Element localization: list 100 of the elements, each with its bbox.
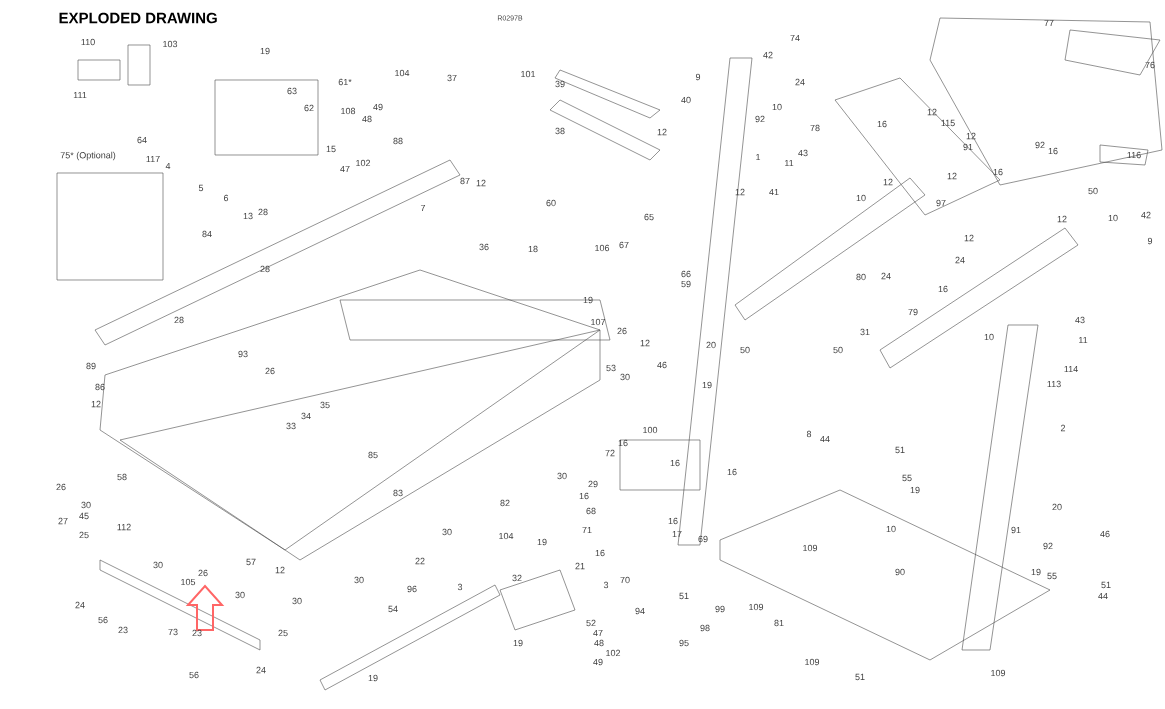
callout-number: 54 [388,605,398,613]
callout-number: 93 [238,350,248,358]
callout-number: 106 [595,244,610,252]
callout-number: 49 [593,658,603,666]
callout-number: 109 [991,669,1006,677]
callout-number: 30 [442,528,452,536]
callout-number: 12 [966,132,976,140]
callout-number: 11 [785,159,794,167]
callout-number: 24 [256,666,266,674]
callout-number: 12 [883,178,893,186]
callout-number: 29 [588,480,598,488]
callout-number: 19 [513,639,523,647]
callout-number: 92 [755,115,765,123]
callout-number: 80 [856,273,866,281]
callout-number: 19 [260,47,270,55]
callout-number: 57 [246,558,256,566]
callout-number: 23 [118,626,128,634]
callout-number: 109 [803,544,818,552]
callout-number: 50 [833,346,843,354]
callout-number: 30 [354,576,364,584]
callout-number: 16 [670,459,680,467]
callout-number: 61* [338,78,352,86]
callout-number: 21 [575,562,585,570]
callout-number: 42 [763,51,773,59]
callout-number: 30 [81,501,91,509]
callout-number: 17 [672,530,682,538]
callout-number: 81 [774,619,784,627]
callout-number: 37 [447,74,457,82]
callout-number: 30 [620,373,630,381]
callout-number: 9 [695,73,701,81]
callout-number: 56 [98,616,108,624]
callout-number: 48 [362,115,372,123]
callout-number: 104 [499,532,514,540]
callout-number: 19 [368,674,378,682]
callout-number: 69 [698,535,708,543]
callout-number: 4 [165,162,171,170]
callout-number: 9 [1147,237,1153,245]
callout-number: 59 [681,280,691,288]
callout-number: 109 [805,658,820,666]
callout-number: 107 [591,318,606,326]
callout-number: 90 [895,568,905,576]
callout-number: 12 [735,188,745,196]
callout-number: 5 [198,184,204,192]
callout-number: 43 [798,149,808,157]
callout-number: 25 [79,531,89,539]
callout-number: 19 [702,381,712,389]
callout-number: 10 [772,103,782,111]
callout-number: 33 [286,422,296,430]
callout-number: 91 [963,143,973,151]
callout-number: 27 [58,517,68,525]
callout-number: 28 [174,316,184,324]
callout-number: 18 [528,245,538,253]
callout-number: 51 [1101,581,1111,589]
callout-number: 87 [460,177,470,185]
callout-number: 24 [955,256,965,264]
callout-number: 64 [137,136,147,144]
callout-number: 79 [908,308,918,316]
callout-number: 12 [657,128,667,136]
callout-number: 45 [79,512,89,520]
callout-number: 84 [202,230,212,238]
callout-number: 20 [706,341,716,349]
callout-number: 16 [1048,147,1058,155]
callout-number: 92 [1043,542,1053,550]
callout-number: 109 [749,603,764,611]
callout-number: 12 [91,400,101,408]
callout-number: 78 [810,124,820,132]
callout-number: 95 [679,639,689,647]
callout-number: 100 [643,426,658,434]
callout-number: 77 [1044,19,1054,27]
callout-number: 42 [1141,211,1151,219]
callout-number: 16 [668,517,678,525]
callout-number: 76 [1145,61,1155,69]
callout-number: 30 [292,597,302,605]
callout-number: 102 [606,649,621,657]
callout-number: 16 [727,468,737,476]
callout-number: 20 [1052,503,1062,511]
callout-number: 47 [340,165,350,173]
callout-number: 85 [368,451,378,459]
callout-number: 113 [1047,380,1061,388]
callout-number: 32 [512,574,522,582]
callout-number: 16 [618,439,628,447]
callout-number: 46 [657,361,667,369]
callout-number: 15 [326,145,336,153]
callout-number: 2 [1060,424,1066,432]
callout-number: 39 [555,80,565,88]
callout-number: 26 [617,327,627,335]
callout-number: 114 [1064,365,1078,373]
callout-number: 75* (Optional) [60,151,116,161]
callout-number: 66 [681,270,691,278]
callout-number: 44 [1098,592,1108,600]
callout-number: 16 [993,168,1003,176]
callout-number: 115 [941,119,955,127]
callout-number: 35 [320,401,330,409]
callout-number: 3 [457,583,463,591]
callout-number: 104 [395,69,410,77]
callout-number: 60 [546,199,556,207]
callout-number: 116 [1127,151,1141,159]
callout-number: 88 [393,137,403,145]
callout-number: 91 [1011,526,1021,534]
callout-number: 12 [476,179,486,187]
